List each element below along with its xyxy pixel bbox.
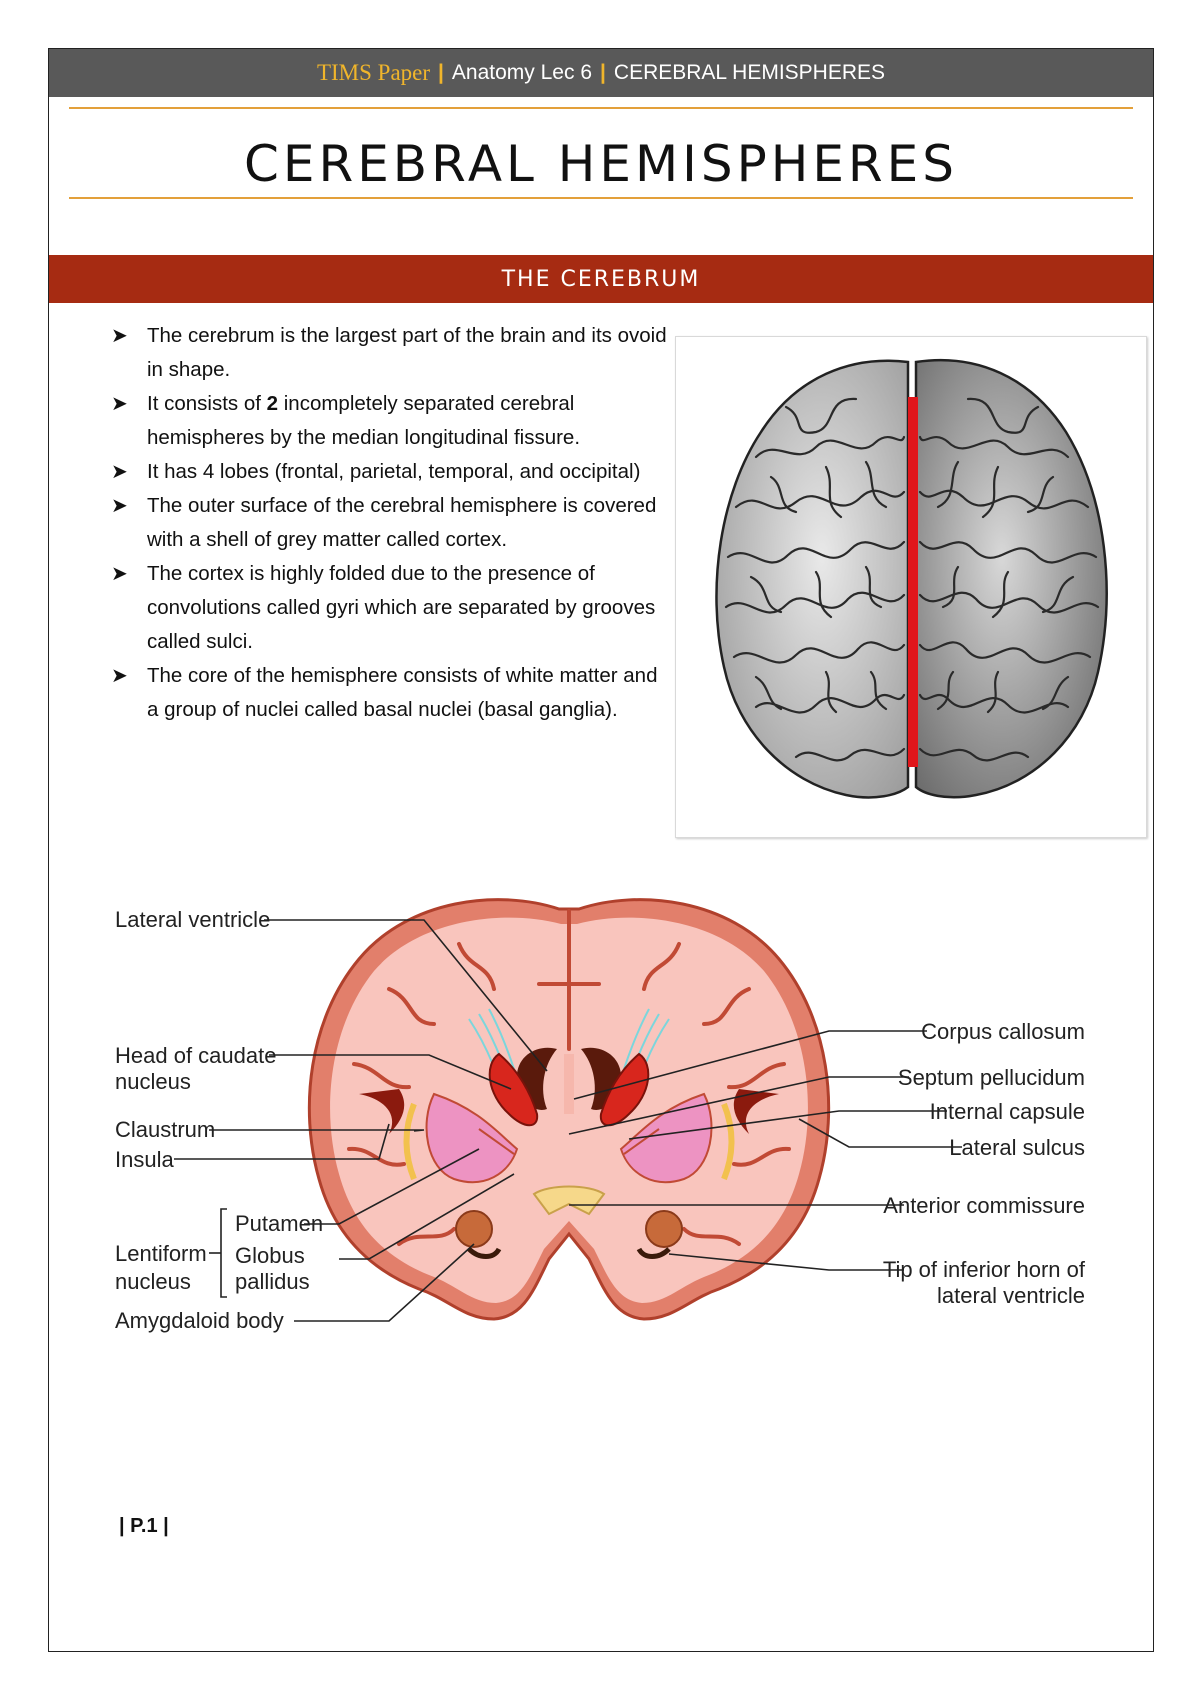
label-lateral-sulcus: Lateral sulcus — [949, 1135, 1085, 1160]
label-lentiform-1: Lentiform — [115, 1241, 207, 1266]
label-lateral-ventricle: Lateral ventricle — [115, 907, 270, 932]
coronal-section-illustration: Lateral ventricle Head of caudate nucleu… — [115, 898, 1086, 1333]
label-inferior-horn-2: lateral ventricle — [937, 1283, 1085, 1308]
label-head-caudate-1: Head of caudate — [115, 1043, 276, 1068]
bullet-text-post: incompletely separated cerebral hemisphe… — [147, 392, 581, 449]
bullet-text: The cerebrum is the largest part of the … — [147, 324, 667, 381]
header-topic: CEREBRAL HEMISPHERES — [613, 61, 886, 84]
bullet-item: ➤ The cortex is highly folded due to the … — [111, 557, 671, 659]
label-head-caudate-2: nucleus — [115, 1069, 191, 1094]
bullet-item: ➤ It has 4 lobes (frontal, parietal, temp… — [111, 455, 671, 489]
coronal-section-diagram: Lateral ventricle Head of caudate nucleu… — [69, 849, 1149, 1369]
section-heading: THE CEREBRUM — [49, 255, 1153, 303]
bullet-text: The cortex is highly folded due to the p… — [147, 562, 656, 653]
bullet-text: It has 4 lobes (frontal, parietal, tempo… — [147, 460, 641, 483]
arrow-bullet-icon: ➤ — [111, 495, 128, 517]
page-number: | P.1 | — [119, 1515, 169, 1537]
label-septum: Septum pellucidum — [898, 1065, 1085, 1090]
running-header: TIMS Paper | Anatomy Lec 6 | CEREBRAL HE… — [49, 49, 1153, 97]
label-lentiform-2: nucleus — [115, 1269, 191, 1294]
arrow-bullet-icon: ➤ — [111, 461, 128, 483]
label-putamen: Putamen — [235, 1211, 323, 1236]
header-brand: TIMS Paper — [316, 60, 431, 85]
bullet-text: The outer surface of the cerebral hemisp… — [147, 494, 657, 551]
header-separator: | — [438, 61, 444, 84]
arrow-bullet-icon: ➤ — [111, 393, 128, 415]
title-rule-top — [69, 107, 1133, 109]
document-page: TIMS Paper | Anatomy Lec 6 | CEREBRAL HE… — [48, 48, 1154, 1652]
section-title: THE CEREBRUM — [501, 266, 701, 292]
longitudinal-fissure-highlight — [908, 397, 918, 767]
bullet-bold-number: 2 — [266, 392, 279, 415]
arrow-bullet-icon: ➤ — [111, 665, 128, 687]
bullet-item: ➤ The outer surface of the cerebral hemis… — [111, 489, 671, 557]
label-inferior-horn-1: Tip of inferior horn of — [883, 1257, 1086, 1282]
label-claustrum: Claustrum — [115, 1117, 215, 1142]
page-title: CEREBRAL HEMISPHERES — [243, 135, 959, 193]
label-globus-2: pallidus — [235, 1269, 310, 1294]
label-anterior-commissure: Anterior commissure — [883, 1193, 1085, 1218]
bullet-item: ➤ It consists of 2 incompletely separated… — [111, 387, 671, 455]
bullet-text: The core of the hemisphere consists of w… — [147, 664, 658, 721]
label-amygdaloid: Amygdaloid body — [115, 1308, 284, 1333]
label-internal-capsule: Internal capsule — [930, 1099, 1085, 1124]
bullet-list: ➤ The cerebrum is the largest part of the… — [111, 319, 671, 727]
header-separator-2: | — [600, 61, 606, 84]
bullet-item: ➤ The cerebrum is the largest part of the… — [111, 319, 671, 387]
label-globus-1: Globus — [235, 1243, 305, 1268]
header-lecture: Anatomy Lec 6 — [451, 61, 593, 84]
title-rule-bottom — [69, 197, 1133, 199]
arrow-bullet-icon: ➤ — [111, 325, 128, 347]
brain-superior-illustration — [715, 358, 1108, 799]
label-corpus-callosum: Corpus callosum — [921, 1019, 1085, 1044]
bullet-item: ➤ The core of the hemisphere consists of … — [111, 659, 671, 727]
label-insula: Insula — [115, 1147, 174, 1172]
arrow-bullet-icon: ➤ — [111, 563, 128, 585]
bullet-text-pre: It consists of — [147, 392, 267, 415]
brain-superior-view-figure — [675, 336, 1147, 838]
